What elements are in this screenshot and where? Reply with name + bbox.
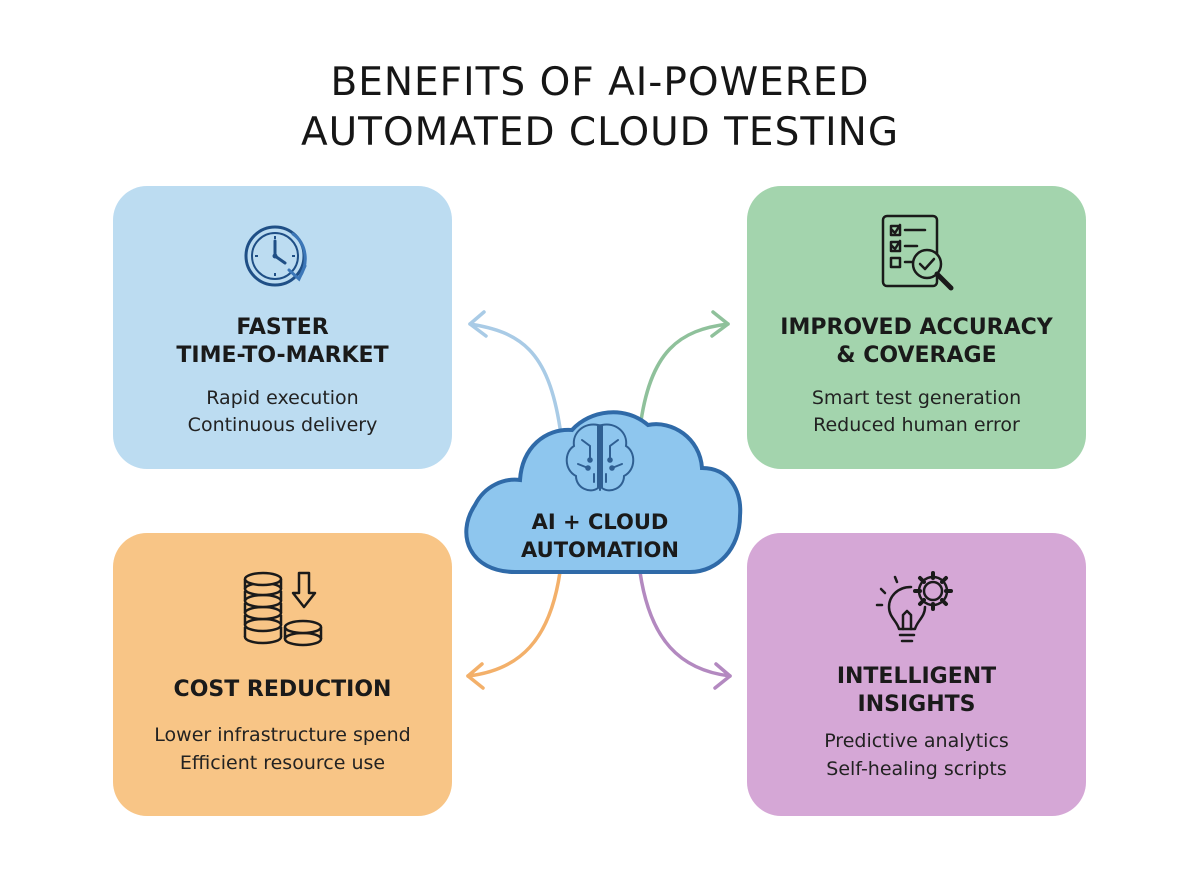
arrowhead-accuracy (710, 310, 730, 338)
arrow-to-faster (468, 322, 562, 430)
arrow-to-accuracy (638, 322, 730, 430)
heading-line-1: FASTER (236, 315, 329, 340)
coins-down-icon (113, 567, 452, 651)
point-1: Predictive analytics (824, 730, 1009, 752)
page-title: BENEFITS OF AI-POWERED AUTOMATED CLOUD T… (0, 58, 1200, 158)
point-2: Continuous delivery (187, 414, 378, 436)
point-2: Self-healing scripts (826, 758, 1007, 780)
point-2: Efficient resource use (179, 752, 386, 774)
point-1: Lower infrastructure spend (154, 724, 411, 746)
arrowhead-cost (466, 662, 485, 690)
arrowhead-insights (713, 662, 732, 690)
heading-line-1: IMPROVED ACCURACY (780, 315, 1053, 340)
heading-line-2: INSIGHTS (857, 692, 976, 717)
card-intelligent-insights: INTELLIGENT INSIGHTS Predictive analytic… (747, 533, 1086, 816)
arrow-to-cost (466, 570, 562, 678)
hub-label: AI + CLOUD AUTOMATION (470, 508, 730, 564)
hub-line-1: AI + CLOUD (531, 510, 669, 534)
title-line-1: BENEFITS OF AI-POWERED (330, 60, 870, 105)
card-heading: COST REDUCTION (113, 676, 452, 704)
point-1: Smart test generation (811, 387, 1022, 409)
card-heading: FASTER TIME-TO-MARKET (113, 314, 452, 370)
card-cost-reduction: COST REDUCTION Lower infrastructure spen… (113, 533, 452, 816)
card-heading: INTELLIGENT INSIGHTS (747, 663, 1086, 719)
point-2: Reduced human error (813, 414, 1020, 436)
arrowhead-faster (468, 310, 488, 338)
card-improved-accuracy: IMPROVED ACCURACY & COVERAGE Smart test … (747, 186, 1086, 469)
checklist-magnifier-icon (747, 212, 1086, 298)
heading-line-2: & COVERAGE (836, 343, 997, 368)
card-heading: IMPROVED ACCURACY & COVERAGE (747, 314, 1086, 370)
point-1: Rapid execution (206, 387, 359, 409)
heading-line-1: INTELLIGENT (836, 664, 997, 689)
arrow-to-insights (638, 570, 732, 678)
card-faster-time-to-market: FASTER TIME-TO-MARKET Rapid execution Co… (113, 186, 452, 469)
brain-circuit-icon (565, 423, 635, 492)
hub-line-2: AUTOMATION (521, 538, 679, 562)
clock-refresh-icon (113, 216, 452, 296)
heading-line-1: COST REDUCTION (173, 677, 392, 702)
heading-line-2: TIME-TO-MARKET (176, 343, 389, 368)
title-line-2: AUTOMATED CLOUD TESTING (300, 110, 900, 155)
lightbulb-gear-icon (747, 565, 1086, 649)
cloud-shape (464, 410, 743, 574)
